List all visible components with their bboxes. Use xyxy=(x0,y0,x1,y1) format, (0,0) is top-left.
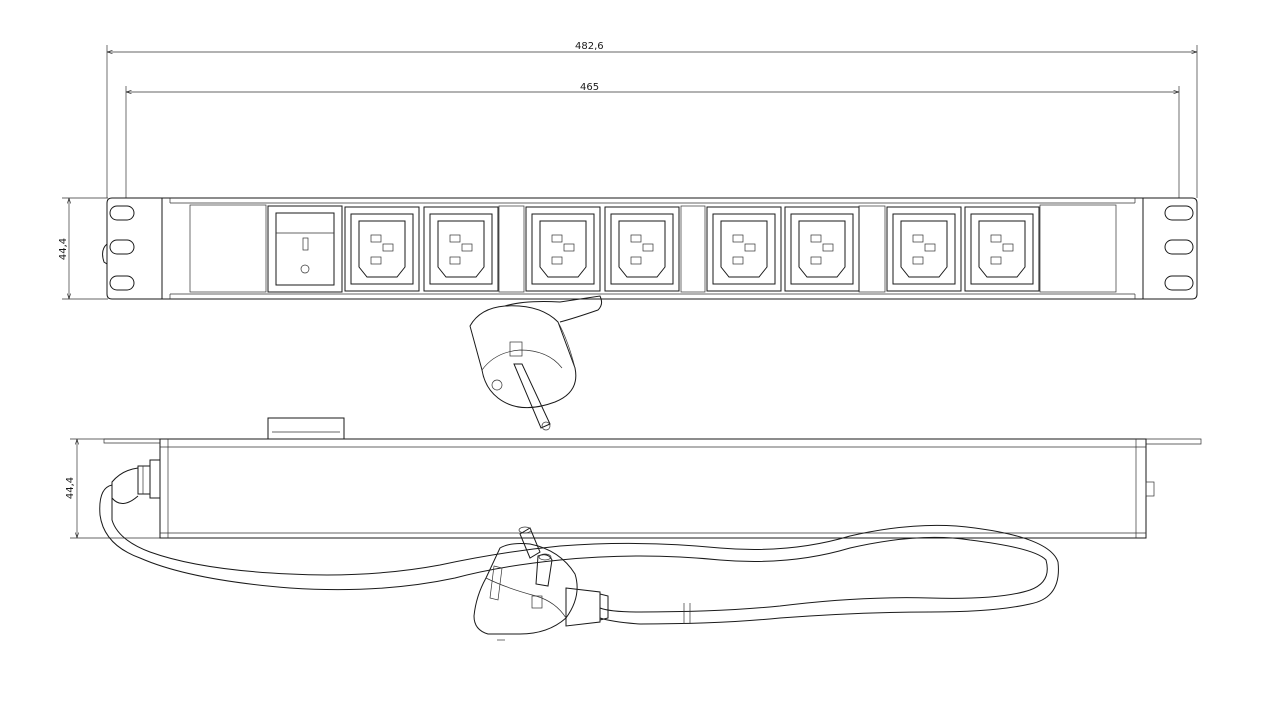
switch-off-mark-icon xyxy=(300,264,310,274)
front-plug xyxy=(469,305,577,431)
front-cable xyxy=(504,295,603,323)
switch-bump xyxy=(267,417,345,440)
side-plug-pin-lower xyxy=(535,554,553,587)
side-plug-pin-top xyxy=(519,527,541,559)
side-height-label: 44,4 xyxy=(65,477,76,499)
blank-panel-left xyxy=(189,204,267,293)
outlet-3 xyxy=(525,206,601,292)
power-cable xyxy=(99,484,1059,625)
outlet-1 xyxy=(344,206,420,292)
outlet-2 xyxy=(423,206,499,292)
outlet-8 xyxy=(964,206,1040,292)
dimension-front-height: 44,4 xyxy=(58,197,108,300)
blank-panel-right xyxy=(1039,204,1117,293)
outlet-7 xyxy=(886,206,962,292)
overall-width-label: 482,6 xyxy=(575,41,604,52)
side-view xyxy=(99,417,1202,641)
outlet-6 xyxy=(784,206,860,292)
dimension-mounting-width: 465 xyxy=(125,82,1180,198)
mounting-width-label: 465 xyxy=(580,82,599,93)
cable-gland xyxy=(111,459,161,504)
side-plug xyxy=(473,526,609,641)
outlet-5 xyxy=(706,206,782,292)
outlet-4 xyxy=(604,206,680,292)
switch-on-mark-icon xyxy=(302,237,309,251)
right-mounting-ear xyxy=(1142,197,1198,300)
dimension-overall-width: 482,6 xyxy=(106,41,1198,198)
power-switch xyxy=(267,205,343,293)
plug-pin xyxy=(513,363,551,429)
front-view xyxy=(102,197,1198,431)
left-mounting-ear xyxy=(102,197,163,300)
front-height-label: 44,4 xyxy=(58,238,69,260)
